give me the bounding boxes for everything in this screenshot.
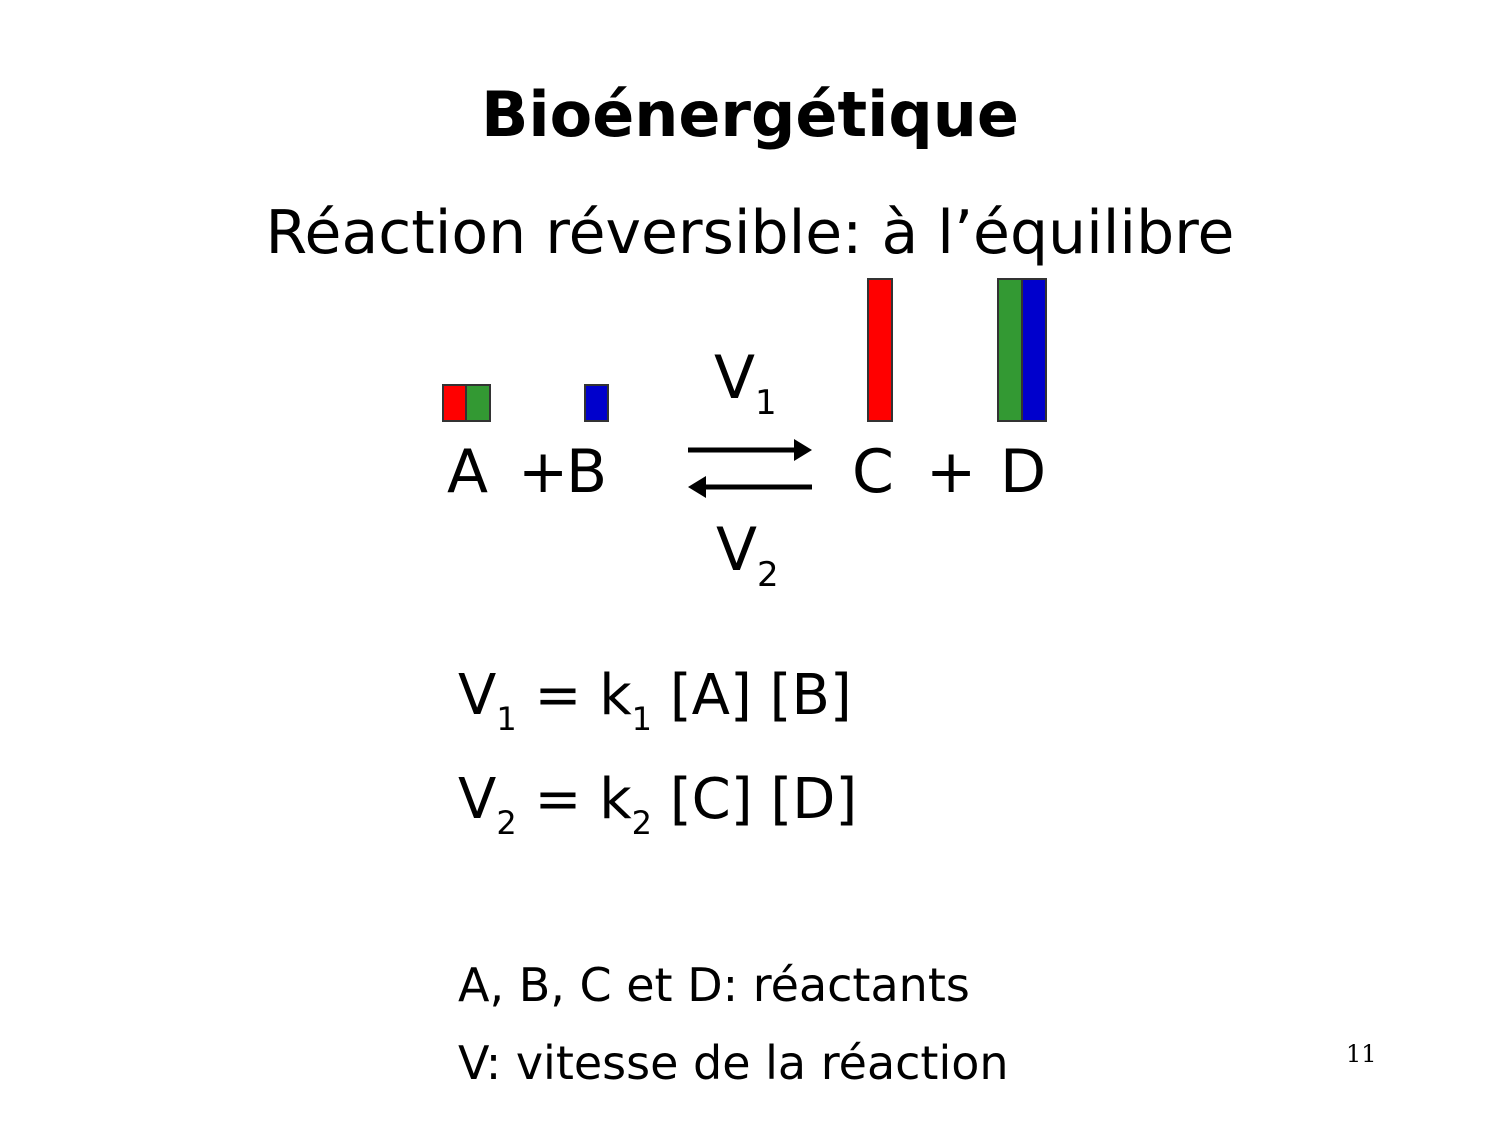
- reactant-a: A: [447, 437, 489, 507]
- rate-forward-symbol: V: [714, 343, 756, 413]
- formula-equals: =: [534, 663, 582, 728]
- bar-a-green: [465, 384, 491, 422]
- product-c: C: [852, 437, 894, 507]
- formula-terms: [C] [D]: [669, 767, 858, 832]
- bar-b-blue: [584, 384, 609, 422]
- page-number: 11: [1346, 1040, 1377, 1068]
- formula-terms: [A] [B]: [669, 663, 852, 728]
- reactant-b: B: [566, 437, 608, 507]
- bar-a-red: [442, 384, 467, 422]
- formula-lhs-subscript: 1: [496, 700, 517, 738]
- formula-lhs: V: [458, 767, 497, 832]
- plus-right: +: [926, 437, 977, 507]
- bar-d-blue: [1021, 278, 1047, 422]
- slide-subtitle: Réaction réversible: à l’équilibre: [265, 198, 1235, 268]
- formula-v2: V2 = k2 [C] [D]: [458, 772, 857, 840]
- equilibrium-arrows-icon: [688, 439, 812, 498]
- formula-v1: V1 = k1 [A] [B]: [458, 668, 852, 736]
- formula-equals: =: [534, 767, 582, 832]
- formula-lhs: V: [458, 663, 497, 728]
- plus-left: +: [518, 437, 569, 507]
- formula-k: k: [599, 767, 632, 832]
- legend-reactants: A, B, C et D: réactants: [458, 958, 970, 1012]
- formula-k: k: [599, 663, 632, 728]
- rate-reverse-symbol: V: [716, 515, 758, 585]
- formula-lhs-subscript: 2: [496, 804, 517, 842]
- bar-c-red: [867, 278, 893, 422]
- product-d: D: [1000, 437, 1047, 507]
- rate-reverse: V2: [716, 520, 779, 592]
- slide-title: Bioénergétique: [481, 78, 1019, 151]
- rate-forward: V1: [714, 348, 777, 420]
- rate-reverse-subscript: 2: [757, 555, 779, 595]
- formula-k-subscript: 2: [631, 804, 653, 842]
- legend-velocity: V: vitesse de la réaction: [458, 1036, 1009, 1090]
- bar-d-green: [997, 278, 1023, 422]
- rate-forward-subscript: 1: [755, 383, 777, 423]
- formula-k-subscript: 1: [631, 700, 653, 738]
